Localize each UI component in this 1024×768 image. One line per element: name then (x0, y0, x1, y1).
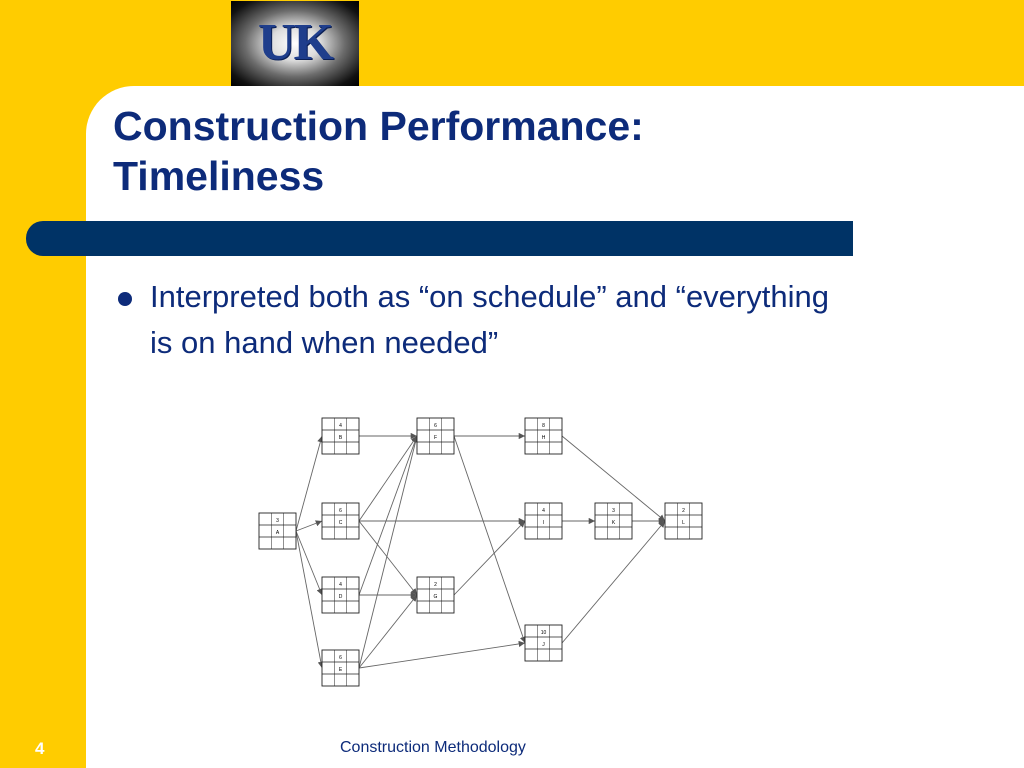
activity-node-F: 6F (416, 417, 455, 455)
node-duration: 2 (434, 582, 437, 588)
slide-title: Construction Performance: Timeliness (113, 101, 644, 201)
node-duration: 8 (542, 423, 545, 429)
node-label: A (276, 530, 280, 536)
node-label: D (339, 594, 343, 600)
node-label: J (542, 642, 545, 648)
arrow-E-J (358, 640, 526, 669)
node-label: H (542, 435, 546, 441)
arrow-D-F (358, 435, 418, 596)
node-box (258, 512, 297, 550)
node-box (321, 417, 360, 455)
node-duration: 4 (339, 423, 342, 429)
arrow-E-G (358, 594, 418, 669)
activity-node-L: 2L (664, 502, 703, 540)
node-label: L (682, 520, 685, 526)
activity-node-B: 4B (321, 417, 360, 455)
node-label: B (339, 435, 343, 441)
node-label: G (434, 594, 438, 600)
node-duration: 4 (542, 508, 545, 514)
node-duration: 4 (339, 582, 342, 588)
activity-node-K: 3K (594, 502, 633, 540)
activity-node-E: 6E (321, 649, 360, 687)
node-box (416, 417, 455, 455)
node-box (664, 502, 703, 540)
bullet-dot-icon (118, 292, 132, 306)
node-box (321, 576, 360, 614)
node-label: E (339, 667, 343, 673)
arrow-A-C (295, 520, 323, 532)
node-duration: 10 (541, 630, 547, 636)
logo-text: UK (258, 14, 334, 71)
title-divider-bar (26, 221, 853, 256)
node-box (524, 417, 563, 455)
arrow-H-L (561, 435, 666, 522)
arrow-A-B (295, 435, 324, 532)
activity-node-D: 4D (321, 576, 360, 614)
node-duration: 6 (339, 655, 342, 661)
node-duration: 6 (339, 508, 342, 514)
node-duration: 3 (612, 508, 615, 514)
title-line-1: Construction Performance: (113, 103, 644, 149)
footer-text: Construction Methodology (340, 739, 526, 756)
activity-node-C: 6C (321, 502, 360, 540)
node-label: I (543, 520, 544, 526)
arrow-C-F (358, 435, 418, 522)
node-label: F (434, 435, 437, 441)
uk-logo: UK (231, 1, 359, 86)
node-box (524, 624, 563, 662)
node-box (594, 502, 633, 540)
activity-node-A: 3A (258, 512, 297, 550)
node-box (416, 576, 455, 614)
arrow-E-F (358, 435, 419, 669)
arrow-A-D (295, 530, 323, 596)
arrow-J-L (561, 520, 666, 644)
node-duration: 2 (682, 508, 685, 514)
arrow-F-J (453, 435, 526, 644)
arrow-A-E (295, 530, 324, 669)
arrow-C-G (358, 520, 418, 596)
node-box (321, 502, 360, 540)
title-line-2: Timeliness (113, 153, 325, 199)
arrow-G-I (453, 520, 526, 596)
activity-node-I: 4I (524, 502, 563, 540)
activity-node-H: 8H (524, 417, 563, 455)
node-duration: 3 (276, 518, 279, 524)
bullet-text: Interpreted both as “on schedule” and “e… (150, 279, 829, 360)
node-label: K (612, 520, 616, 526)
node-box (321, 649, 360, 687)
node-box (524, 502, 563, 540)
activity-node-J: 10J (524, 624, 563, 662)
activity-node-G: 2G (416, 576, 455, 614)
node-duration: 6 (434, 423, 437, 429)
page-number: 4 (35, 739, 45, 758)
node-label: C (339, 520, 343, 526)
